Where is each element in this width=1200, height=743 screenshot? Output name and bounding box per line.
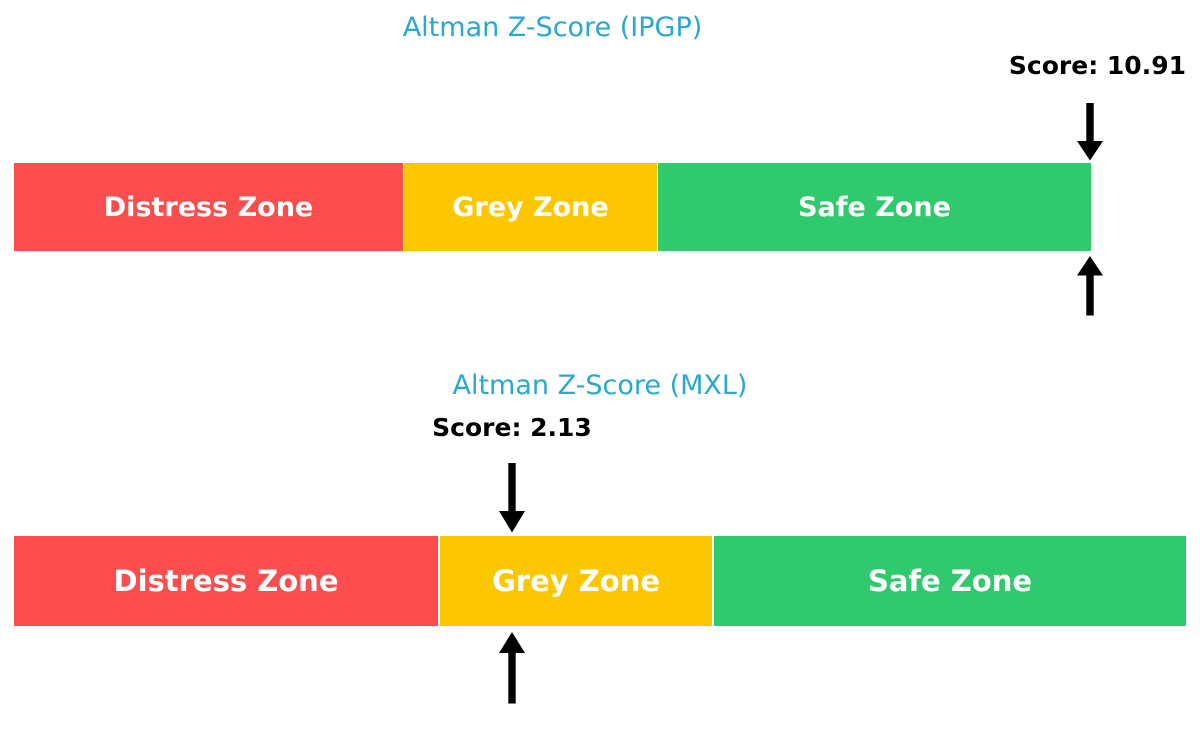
zone-label-safe-mxl: Safe Zone	[867, 564, 1033, 598]
score-label-mxl: Score: 2.13	[432, 413, 592, 442]
chart-title-ipgp: Altman Z-Score (IPGP)	[402, 12, 703, 43]
score-marker-up-arrow-icon-mxl	[497, 632, 527, 704]
zone-distress-mxl: Distress Zone	[14, 536, 438, 626]
zone-safe-ipgp: Safe Zone	[658, 163, 1091, 251]
chart-panel-ipgp: Altman Z-Score (IPGP) Score: 10.91 Distr…	[0, 0, 1200, 360]
score-marker-down-arrow-icon-ipgp	[1075, 103, 1105, 161]
score-marker-up-arrow-icon-ipgp	[1075, 256, 1105, 316]
zone-label-grey-ipgp: Grey Zone	[452, 191, 609, 223]
score-marker-down-arrow-icon-mxl	[497, 463, 527, 533]
zone-distress-ipgp: Distress Zone	[14, 163, 403, 251]
score-label-ipgp: Score: 10.91	[1008, 51, 1186, 80]
zone-label-grey-mxl: Grey Zone	[491, 564, 661, 598]
chart-title-mxl: Altman Z-Score (MXL)	[452, 370, 748, 401]
zone-label-distress-ipgp: Distress Zone	[103, 191, 314, 223]
zone-bar-ipgp: Distress Zone Grey Zone Safe Zone	[14, 163, 1091, 251]
zone-grey-ipgp: Grey Zone	[404, 163, 657, 251]
zone-label-distress-mxl: Distress Zone	[113, 564, 339, 598]
zone-label-safe-ipgp: Safe Zone	[798, 191, 951, 223]
zone-grey-mxl: Grey Zone	[440, 536, 712, 626]
zone-safe-mxl: Safe Zone	[714, 536, 1186, 626]
zone-bar-mxl: Distress Zone Grey Zone Safe Zone	[14, 536, 1186, 626]
